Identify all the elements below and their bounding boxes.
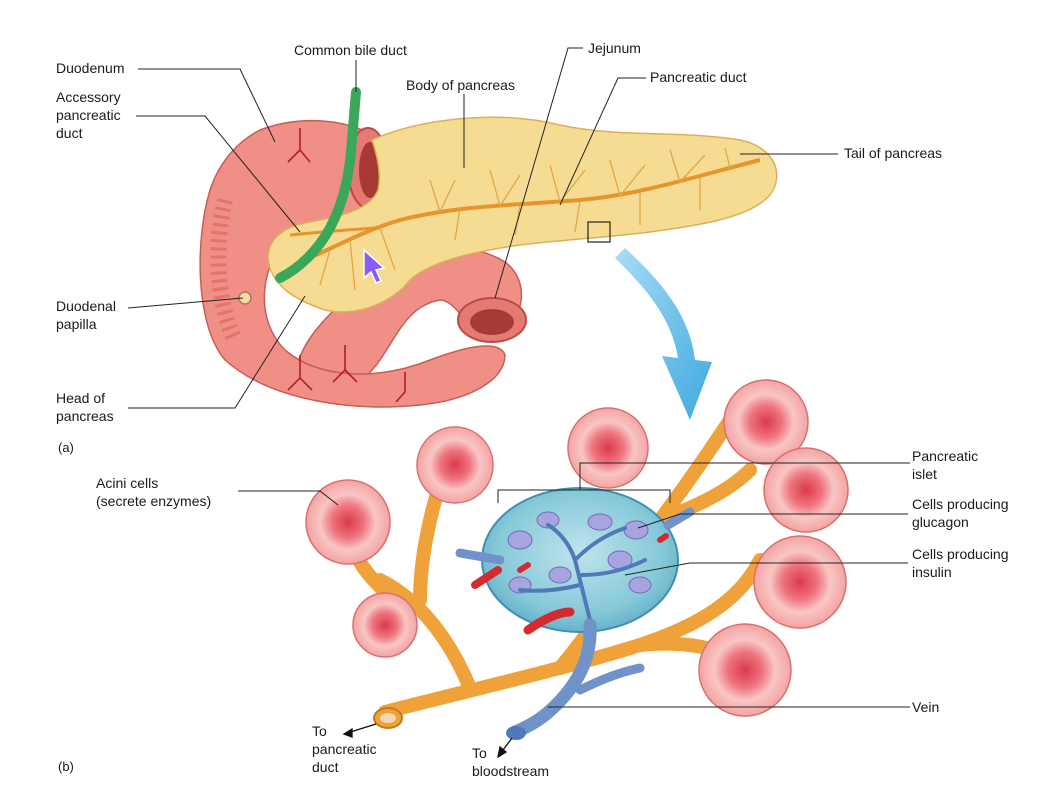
- label-panel-a: (a): [58, 440, 74, 455]
- common-bile-duct: [275, 87, 361, 283]
- label-to-pancreatic-duct: To pancreatic duct: [312, 723, 380, 775]
- pancreatic-duct: [299, 158, 761, 264]
- labels: Duodenum Common bile duct Jejunum Body o…: [56, 40, 1012, 779]
- panel-a-illustration: [199, 87, 778, 408]
- detail-box: [587, 221, 611, 243]
- leader-lines: [127, 47, 910, 708]
- label-vein: Vein: [912, 699, 939, 715]
- label-cells-insulin: Cells producing insulin: [912, 546, 1012, 580]
- vein-end: [506, 726, 526, 740]
- label-panel-b: (b): [58, 759, 74, 774]
- label-accessory-duct: Accessory pancreatic duct: [56, 89, 124, 141]
- mouse-cursor-icon: [363, 248, 386, 284]
- label-jejunum: Jejunum: [588, 40, 641, 56]
- islet-vessels: [518, 523, 647, 622]
- label-common-bile-duct: Common bile duct: [294, 42, 407, 58]
- vein: [508, 618, 597, 739]
- label-tail-of-pancreas: Tail of pancreas: [844, 145, 942, 161]
- artery: [523, 607, 575, 635]
- pancreas: [267, 116, 778, 313]
- label-pancreatic-duct: Pancreatic duct: [650, 69, 747, 85]
- panel-b-illustration: [305, 379, 849, 740]
- zoom-arrow: [615, 248, 712, 420]
- label-acini-cells: Acini cells (secrete enzymes): [96, 475, 211, 509]
- label-cells-glucagon: Cells producing glucagon: [912, 496, 1012, 530]
- duodenum-vessels: [287, 128, 406, 403]
- label-head-of-pancreas: Head of pancreas: [56, 390, 114, 424]
- pancreatic-islet: [481, 487, 679, 633]
- to-arrows: [342, 723, 513, 759]
- label-body-of-pancreas: Body of pancreas: [406, 77, 515, 93]
- acini-clusters: [305, 379, 849, 717]
- label-to-bloodstream: To bloodstream: [472, 745, 549, 779]
- label-duodenal-papilla: Duodenal papilla: [56, 298, 120, 332]
- label-pancreatic-islet: Pancreatic islet: [912, 448, 982, 482]
- label-duodenum: Duodenum: [56, 60, 125, 76]
